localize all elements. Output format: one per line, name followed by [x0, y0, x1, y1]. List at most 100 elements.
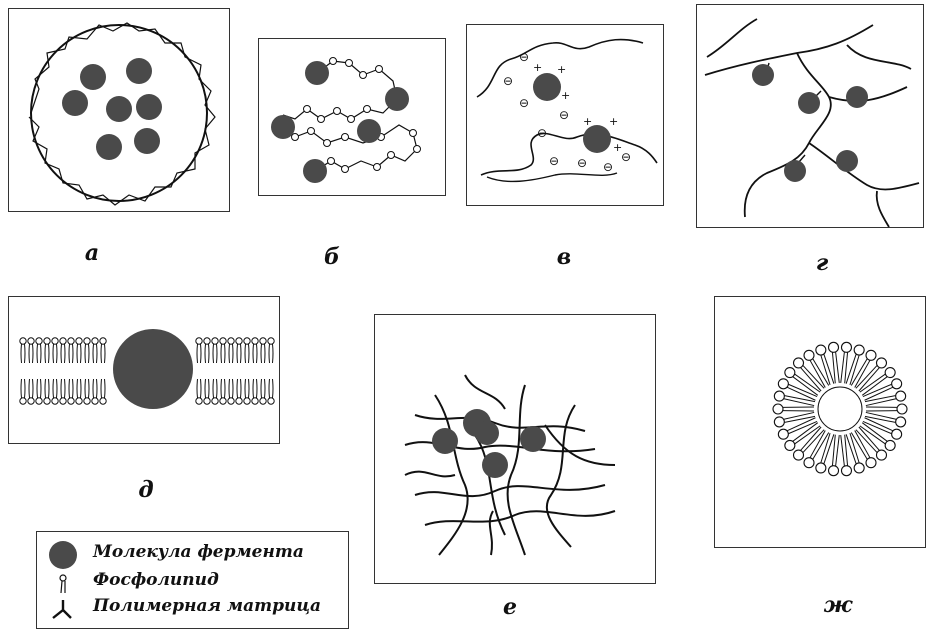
caption-zh: ж	[808, 592, 868, 618]
panel-g-fibers	[696, 4, 924, 228]
micelle-core	[818, 387, 862, 431]
phospholipid	[860, 423, 895, 451]
phospholipid	[44, 338, 50, 363]
negative-charge: ⊖	[503, 74, 513, 88]
panel-v-ionic: ⊖ ⊖ ⊖ ⊖ ⊖ ⊖ ⊖ ⊖ ⊖ + + + + + +	[466, 24, 664, 206]
positive-charge: +	[533, 61, 542, 74]
phospholipid	[196, 379, 202, 404]
phospholipid	[76, 338, 82, 363]
enzyme-molecule	[357, 119, 381, 143]
phospholipid	[52, 338, 58, 363]
panel-a-microcapsule	[8, 8, 230, 212]
phospholipid	[36, 379, 42, 404]
enzyme-molecule	[784, 160, 806, 182]
phospholipid	[260, 338, 266, 363]
phospholipid	[252, 338, 258, 363]
panel-d-bilayer	[8, 296, 280, 444]
enzyme-molecule	[846, 86, 868, 108]
phospholipid	[268, 379, 274, 404]
phospholipid	[228, 338, 234, 363]
phospholipid	[196, 338, 202, 363]
positive-charge: +	[561, 89, 570, 102]
enzyme-molecule	[113, 329, 193, 409]
phospholipid	[20, 338, 26, 363]
phospholipid	[860, 368, 895, 396]
polymer-fibers	[705, 19, 919, 227]
positive-charge: +	[583, 115, 592, 128]
legend-enzyme-label: Молекула фермента	[93, 542, 304, 562]
enzyme-molecule	[475, 421, 499, 445]
phospholipid	[785, 368, 820, 396]
panel-a-graphic	[9, 9, 231, 213]
phospholipid	[794, 427, 825, 460]
phospholipid	[44, 379, 50, 404]
positive-charge: +	[613, 141, 622, 154]
phospholipid	[236, 379, 242, 404]
phospholipid	[100, 379, 106, 404]
caption-a: а	[62, 240, 122, 266]
phospholipid	[84, 379, 90, 404]
caption-e: е	[480, 594, 540, 620]
enzyme-molecule	[62, 90, 88, 116]
phospholipid	[220, 338, 226, 363]
phospholipid	[212, 338, 218, 363]
enzyme-molecule	[271, 115, 295, 139]
phospholipid	[252, 379, 258, 404]
panel-b-chain	[258, 38, 446, 196]
panel-g-graphic	[697, 5, 925, 229]
negative-charge: ⊖	[603, 160, 613, 174]
phospholipid	[260, 379, 266, 404]
panel-d-graphic	[9, 297, 281, 445]
legend-phospholipid-label: Фосфолипид	[93, 570, 219, 590]
polymer-network	[405, 375, 615, 555]
phospholipid	[794, 358, 825, 391]
polymer-chain	[487, 173, 617, 181]
phospholipid	[68, 379, 74, 404]
phospholipid	[28, 338, 34, 363]
enzyme-molecule	[520, 426, 546, 452]
negative-charge: ⊖	[577, 156, 587, 170]
phospholipid	[220, 379, 226, 404]
enzyme-molecule	[752, 64, 774, 86]
phospholipid	[244, 379, 250, 404]
caption-b: б	[302, 244, 362, 270]
enzyme-molecule	[432, 428, 458, 454]
panel-zh-graphic	[715, 297, 927, 549]
enzyme-molecule	[385, 87, 409, 111]
negative-charge: ⊖	[519, 50, 529, 64]
enzyme-molecule	[136, 94, 162, 120]
legend-polymer-matrix-label: Полимерная матрица	[93, 596, 321, 616]
phospholipid	[60, 338, 66, 363]
enzyme-molecule	[836, 150, 858, 172]
phospholipid	[841, 342, 852, 383]
positive-charge: +	[557, 63, 566, 76]
phospholipid	[204, 379, 210, 404]
negative-charges: ⊖ ⊖ ⊖ ⊖ ⊖ ⊖ ⊖ ⊖ ⊖	[503, 50, 631, 174]
phospholipid	[60, 379, 66, 404]
phospholipid-icon	[43, 572, 83, 596]
enzyme-molecule	[583, 125, 611, 153]
enzyme-molecule	[533, 73, 561, 101]
phospholipid	[268, 338, 274, 363]
panel-zh-micelle	[714, 296, 926, 548]
enzyme-molecule	[482, 452, 508, 478]
phospholipid	[68, 338, 74, 363]
enzyme-molecule	[798, 92, 820, 114]
enzyme-molecule	[134, 128, 160, 154]
negative-charge: ⊖	[537, 126, 547, 140]
phospholipid	[841, 435, 852, 476]
enzyme-molecule	[96, 134, 122, 160]
caption-g: г	[792, 250, 852, 276]
phospholipid	[856, 358, 887, 391]
positive-charge: +	[609, 115, 618, 128]
phospholipid	[785, 423, 820, 451]
caption-v: в	[534, 244, 594, 270]
phospholipid	[52, 379, 58, 404]
phospholipid	[36, 338, 42, 363]
phospholipid	[829, 435, 840, 476]
negative-charge: ⊖	[519, 96, 529, 110]
negative-charge: ⊖	[621, 150, 631, 164]
phospholipid	[212, 379, 218, 404]
phospholipid	[773, 404, 814, 414]
phospholipid	[92, 379, 98, 404]
